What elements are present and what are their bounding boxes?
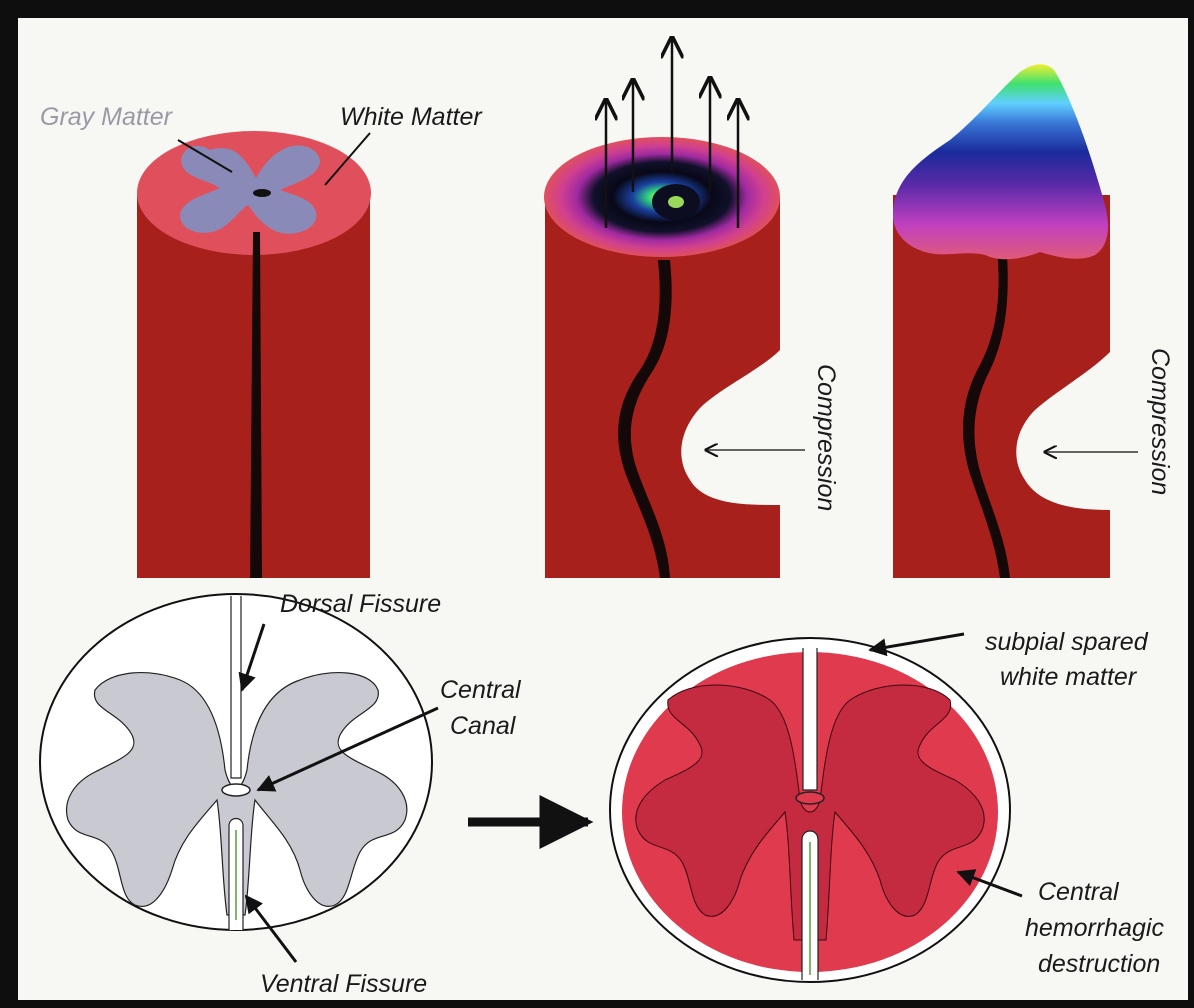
normal-cord: [137, 131, 371, 578]
label-dorsal-fissure: Dorsal Fissure: [280, 590, 441, 618]
label-hemorrhage-2: hemorrhagic: [1025, 914, 1164, 942]
normal-section-dorsal-fissure: [231, 596, 241, 778]
normal-section-central-canal: [222, 784, 250, 796]
normal-cord-central-canal: [253, 189, 271, 197]
label-central-canal-1: Central: [440, 676, 522, 704]
label-white-matter: White Matter: [340, 103, 483, 131]
hemorrhage-cross-section: [610, 638, 1010, 982]
label-subpial-1: subpial spared: [985, 628, 1149, 656]
label-subpial-2: white matter: [1000, 663, 1138, 691]
middle-cord-pressure-center: [668, 196, 684, 208]
label-compression-middle: Compression: [812, 364, 840, 511]
label-compression-right: Compression: [1146, 348, 1174, 495]
label-hemorrhage-3: destruction: [1038, 950, 1160, 978]
label-hemorrhage-1: Central: [1038, 878, 1120, 906]
hemorrhage-section-central-canal: [796, 792, 824, 804]
label-central-canal-2: Canal: [450, 712, 517, 740]
label-gray-matter: Gray Matter: [40, 103, 174, 131]
normal-cross-section: [40, 594, 432, 930]
label-ventral-fissure: Ventral Fissure: [260, 970, 427, 998]
hemorrhage-section-dorsal-fissure: [803, 648, 817, 790]
